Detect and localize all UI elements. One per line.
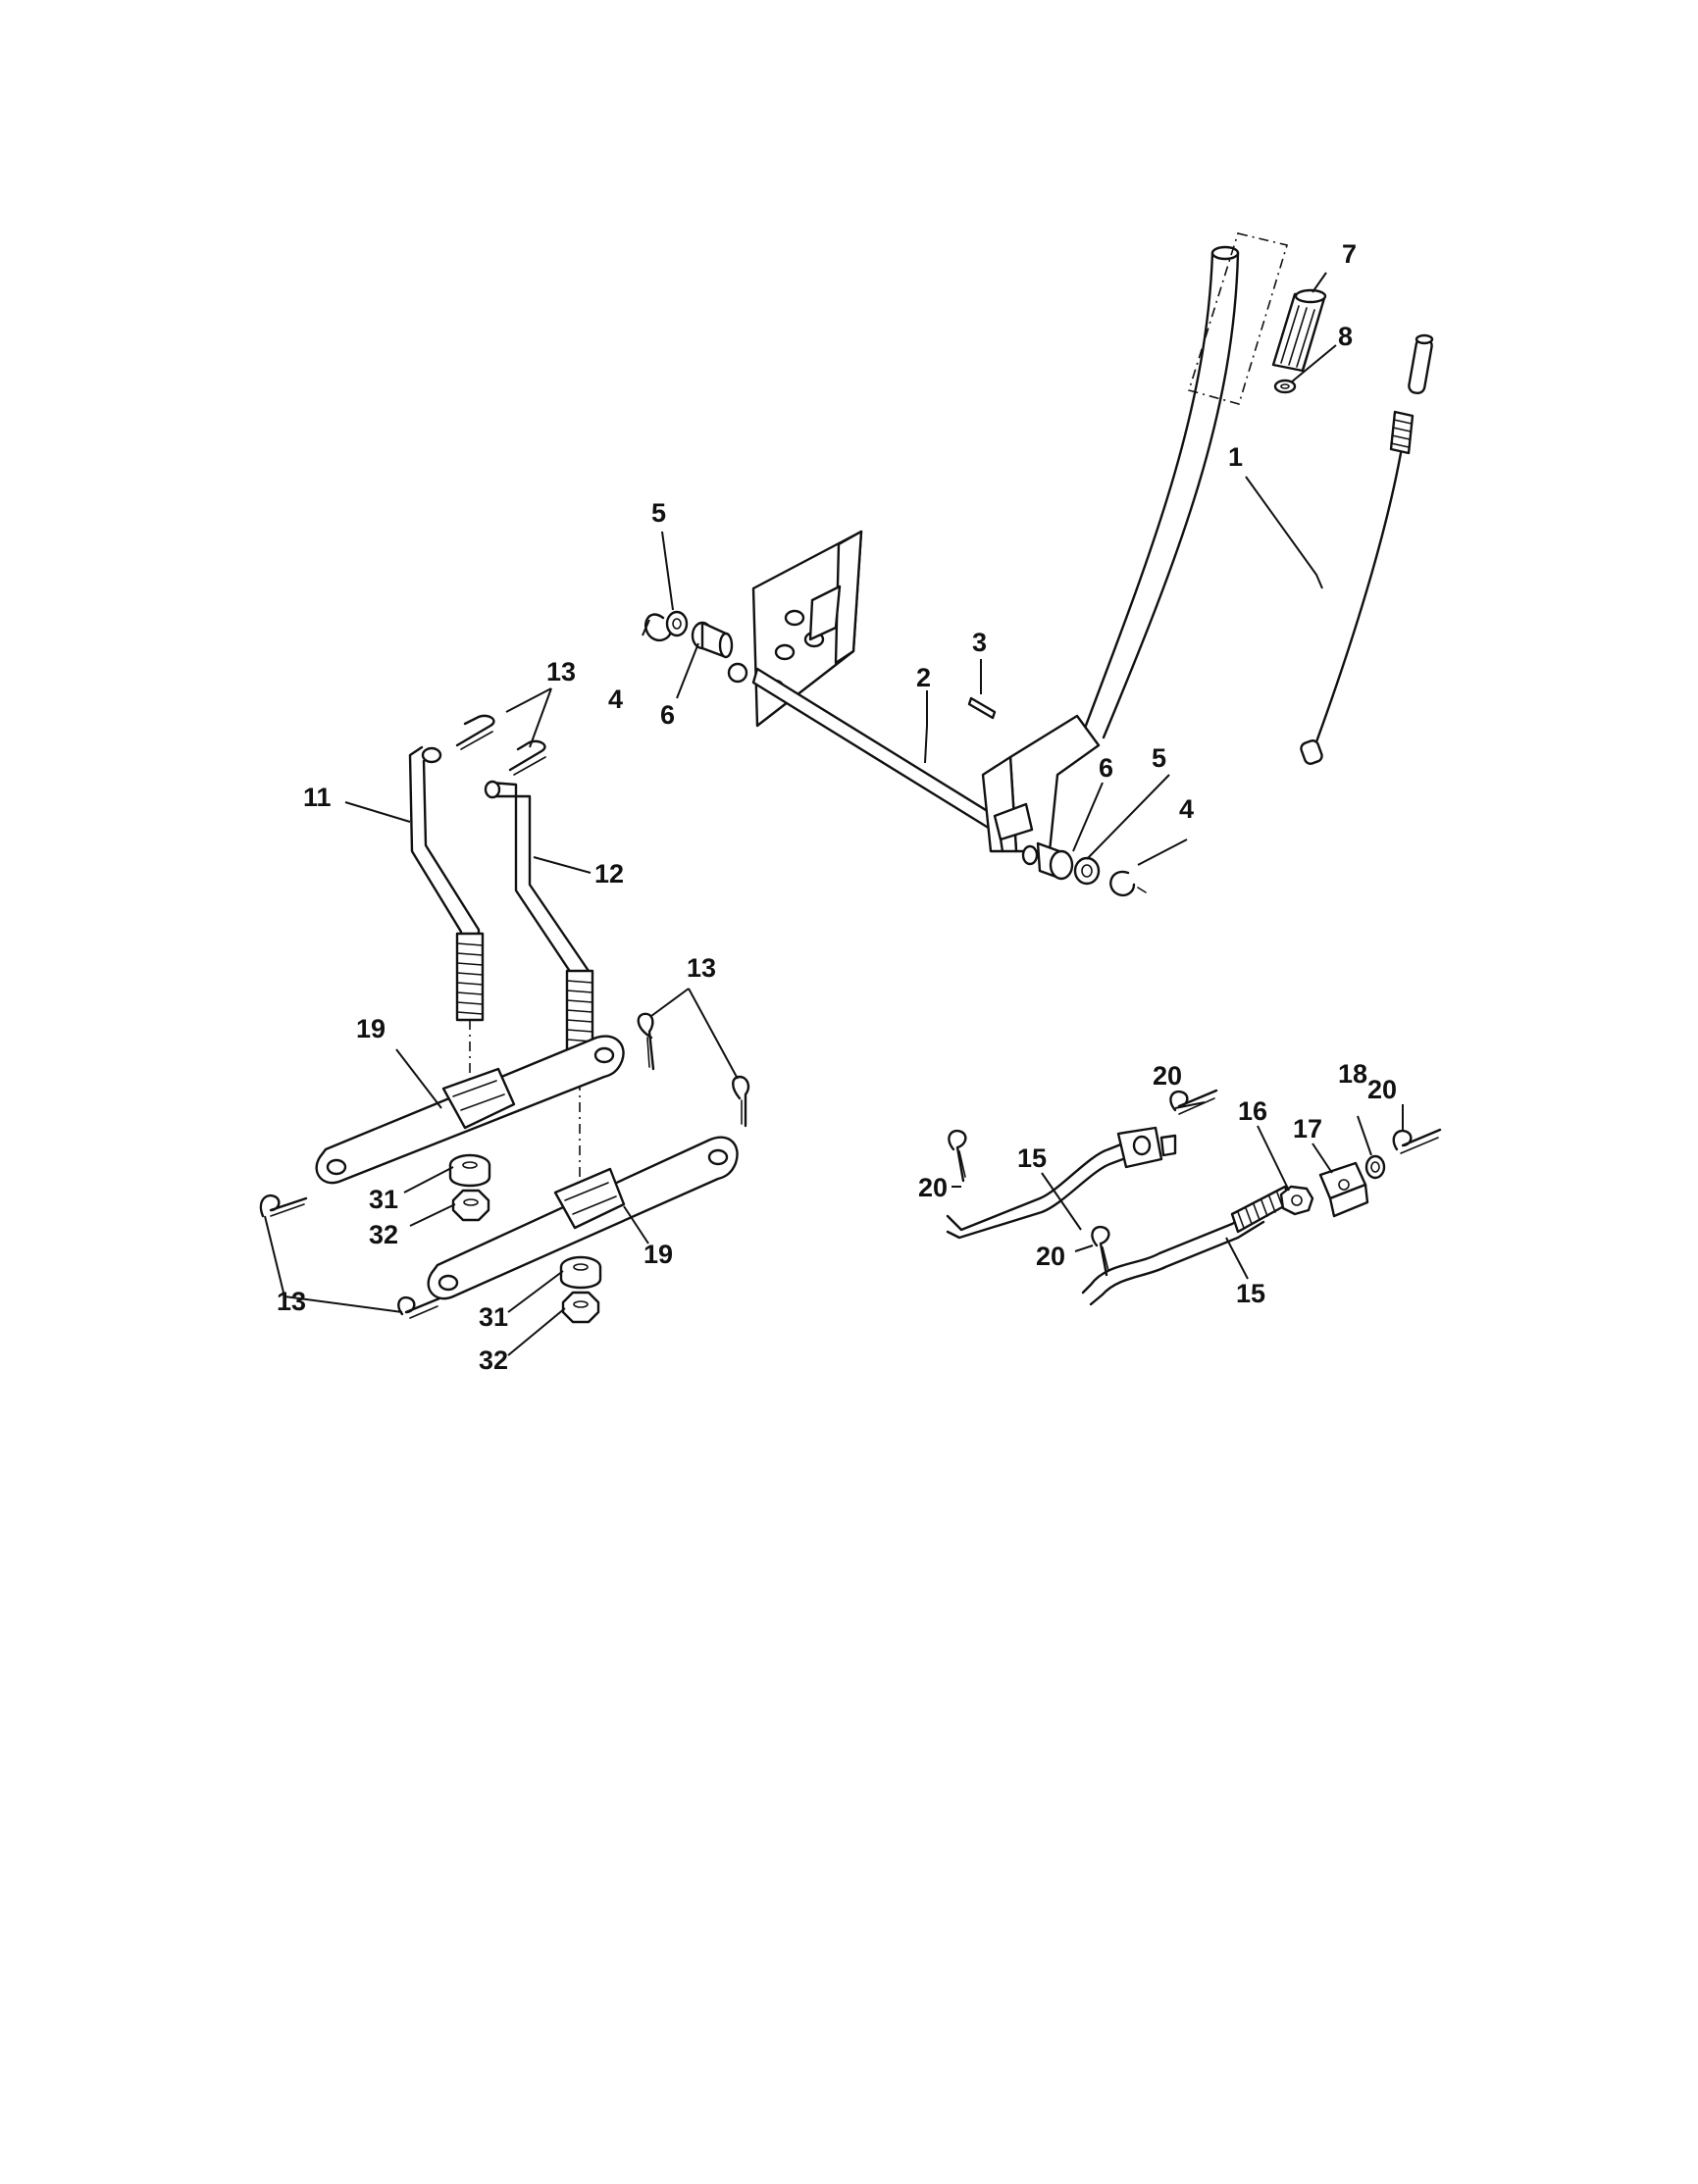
mounting-plate bbox=[751, 530, 863, 728]
hairpin-13-upper-a bbox=[455, 714, 495, 750]
callout-20-left: 20 bbox=[918, 1173, 948, 1202]
callout-12: 12 bbox=[594, 859, 624, 889]
hairpin-20-a bbox=[948, 1129, 967, 1183]
washer-5-left bbox=[665, 610, 689, 637]
callout-3: 3 bbox=[972, 628, 987, 657]
spacer-31-lower bbox=[559, 1255, 602, 1290]
rod-15-upper bbox=[946, 1126, 1177, 1240]
hairpin-20-c bbox=[1091, 1225, 1110, 1277]
callout-13-top: 13 bbox=[546, 657, 576, 686]
callout-4-left: 4 bbox=[608, 685, 623, 714]
nut-16 bbox=[1279, 1185, 1314, 1216]
callout-20-top: 20 bbox=[1153, 1061, 1182, 1091]
callout-6-right: 6 bbox=[1099, 753, 1113, 783]
cable-1 bbox=[1300, 333, 1434, 765]
callout-18: 18 bbox=[1338, 1059, 1367, 1089]
nut-32-upper bbox=[451, 1189, 490, 1222]
callout-20-lower: 20 bbox=[1036, 1242, 1065, 1271]
lift-handle bbox=[1082, 245, 1240, 739]
hairpin-13-right-a bbox=[637, 1012, 655, 1071]
callout-8: 8 bbox=[1338, 322, 1353, 351]
callout-31-upper: 31 bbox=[369, 1185, 398, 1214]
callout-7: 7 bbox=[1342, 239, 1357, 269]
callout-1: 1 bbox=[1228, 442, 1243, 472]
hairpin-13-lower-left bbox=[259, 1194, 308, 1218]
hairpin-13-upper-b bbox=[508, 739, 546, 776]
handle-outline-dashdot bbox=[1187, 232, 1289, 405]
washer-5-right bbox=[1073, 856, 1101, 886]
washer-18 bbox=[1364, 1154, 1386, 1180]
leader-lines bbox=[264, 272, 1404, 1356]
rod-15-lower bbox=[1081, 1185, 1293, 1306]
callout-32-lower: 32 bbox=[479, 1346, 508, 1375]
e-ring-4-right bbox=[1109, 870, 1147, 897]
hairpin-13-right-b bbox=[732, 1075, 750, 1128]
handle-bracket bbox=[981, 714, 1101, 853]
e-ring-4-left bbox=[644, 613, 673, 642]
hairpin-20-d bbox=[1392, 1128, 1442, 1154]
hairpin-20-b bbox=[1169, 1089, 1218, 1115]
lift-link-12 bbox=[469, 780, 594, 1236]
handle-grip-7 bbox=[1271, 288, 1327, 373]
lift-arm-19-lower bbox=[427, 1136, 739, 1300]
callout-32-upper: 32 bbox=[369, 1220, 398, 1249]
callout-6-left: 6 bbox=[660, 700, 675, 730]
callout-labels: 1 2 3 4 5 6 6 5 4 7 8 11 12 13 13 13 19 … bbox=[277, 239, 1397, 1375]
callout-19-lower: 19 bbox=[643, 1240, 673, 1269]
callout-19-upper: 19 bbox=[356, 1014, 386, 1043]
callout-13-middle: 13 bbox=[687, 953, 716, 983]
callout-11: 11 bbox=[303, 783, 332, 812]
lift-arm-19-upper bbox=[315, 1035, 625, 1185]
callout-15-lower: 15 bbox=[1236, 1279, 1265, 1308]
callout-31-lower: 31 bbox=[479, 1302, 508, 1332]
callout-13-bottom: 13 bbox=[277, 1287, 306, 1316]
spacer-31-upper bbox=[448, 1153, 491, 1188]
callout-2: 2 bbox=[916, 663, 931, 692]
bushing-6-left bbox=[691, 621, 734, 659]
callout-15-upper: 15 bbox=[1017, 1143, 1047, 1173]
trunnion-17 bbox=[1318, 1161, 1369, 1218]
key-3 bbox=[967, 696, 997, 720]
nut-32-lower bbox=[561, 1291, 600, 1324]
grip-washer-8 bbox=[1273, 379, 1297, 394]
hairpin-13-lower-right bbox=[397, 1295, 441, 1319]
bushing-6-right bbox=[1021, 841, 1074, 881]
callout-4-right: 4 bbox=[1179, 794, 1194, 824]
callout-17: 17 bbox=[1293, 1114, 1322, 1143]
lift-link-11 bbox=[408, 745, 485, 1022]
callout-16: 16 bbox=[1238, 1096, 1267, 1126]
callout-5-left: 5 bbox=[651, 498, 666, 528]
callout-5-right: 5 bbox=[1152, 743, 1166, 773]
callout-20-right: 20 bbox=[1367, 1075, 1397, 1104]
